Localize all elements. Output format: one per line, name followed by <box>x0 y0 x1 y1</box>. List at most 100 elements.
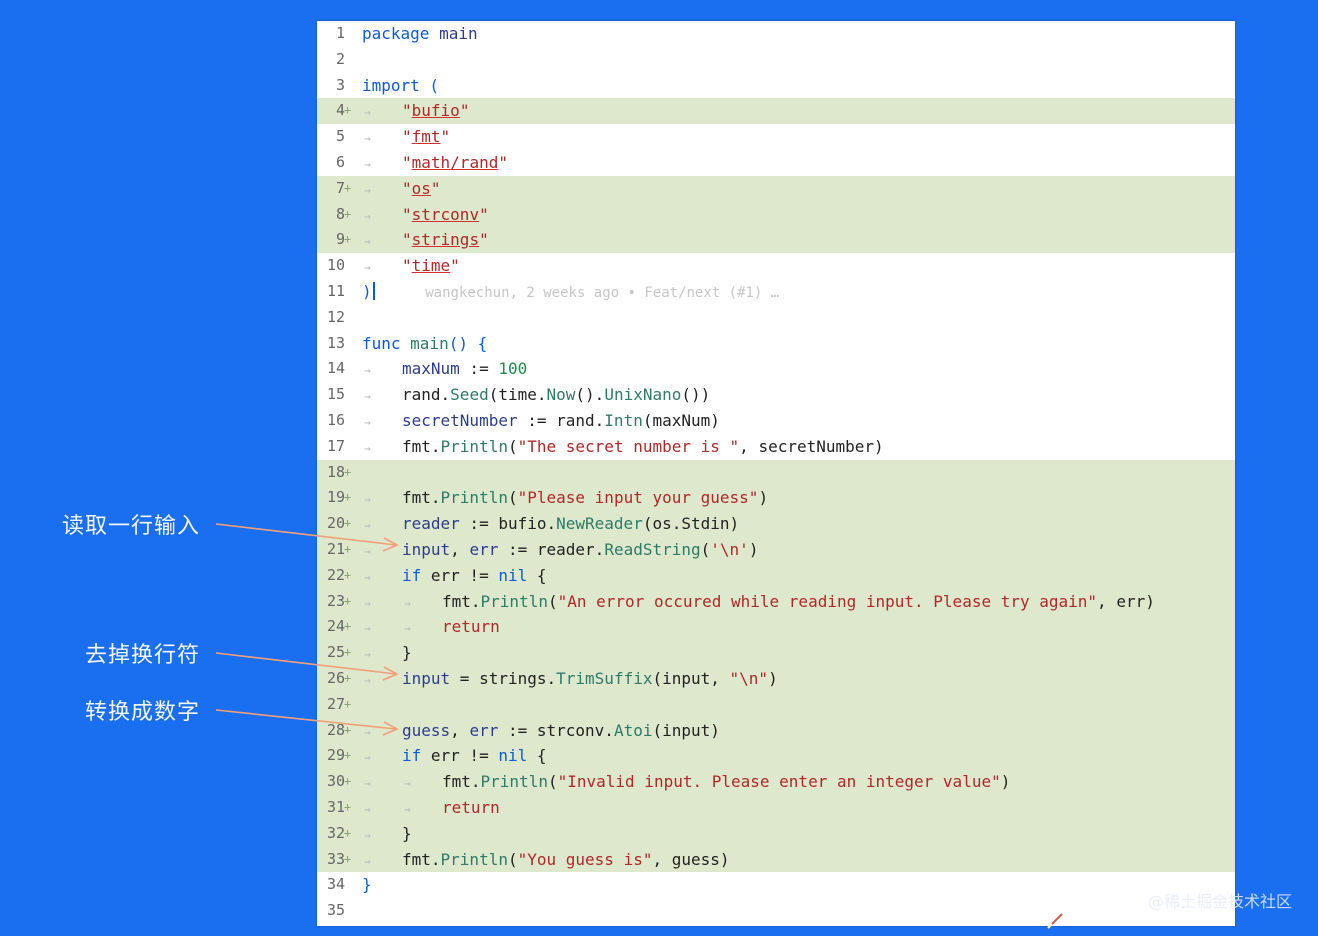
code-line[interactable]: 32+→} <box>317 820 1235 847</box>
code-content: →maxNum := 100 <box>362 356 527 384</box>
code-token: := strconv. <box>498 720 614 740</box>
code-token: "time" <box>402 256 460 276</box>
code-token: . <box>440 385 451 405</box>
code-token: Seed <box>450 385 489 405</box>
code-line[interactable]: 2 <box>317 47 1235 73</box>
line-number: 22 <box>326 565 345 584</box>
added-line-marker-icon: + <box>344 516 352 531</box>
line-number: 11 <box>326 282 345 300</box>
code-content: →→return <box>362 614 500 642</box>
line-number: 18 <box>326 462 345 481</box>
code-token: secretNumber <box>402 411 518 430</box>
code-line[interactable]: 30+→→fmt.Println("Invalid input. Please … <box>317 769 1235 795</box>
line-number: 1 <box>335 24 345 42</box>
code-token: { <box>527 565 547 585</box>
code-line[interactable]: 12 <box>317 305 1235 331</box>
watermark: @稀土掘金技术社区 <box>1147 892 1292 911</box>
code-token: err != <box>421 746 499 766</box>
line-number: 5 <box>335 127 345 146</box>
code-content: →fmt.Println("You guess is", guess) <box>362 847 730 875</box>
code-content: →"os" <box>362 176 441 204</box>
code-token: ( <box>419 75 440 95</box>
code-content: func main() { <box>362 331 487 357</box>
code-content: →} <box>362 640 412 668</box>
code-line[interactable]: 19+→fmt.Println("Please input your guess… <box>317 485 1235 512</box>
added-line-marker-icon: + <box>344 593 352 608</box>
code-token: , guess) <box>652 849 730 869</box>
code-line[interactable]: 24+→→return <box>317 614 1235 642</box>
tab-arrow-icon: → <box>404 803 411 816</box>
added-line-marker-icon: + <box>344 542 352 556</box>
code-token: (). <box>575 385 605 405</box>
code-line[interactable]: 23+→→fmt.Println("An error occured while… <box>317 588 1235 615</box>
code-token: ( <box>700 540 711 559</box>
code-line[interactable]: 9+→"strings" <box>317 227 1235 254</box>
code-line[interactable]: 14→maxNum := 100 <box>317 356 1235 382</box>
added-line-marker-icon: + <box>344 671 352 685</box>
code-line[interactable]: 35 <box>317 898 1235 924</box>
code-token: nil <box>498 565 528 585</box>
code-line[interactable]: 6→"math/rand" <box>317 150 1235 176</box>
arrow-trim-newline <box>215 652 397 675</box>
code-line[interactable]: 29+→if err != nil { <box>317 743 1235 770</box>
code-token: Now <box>546 385 576 405</box>
code-line[interactable]: 16→secretNumber := rand.Intn(maxNum) <box>317 408 1235 434</box>
code-line[interactable]: 17→fmt.Println("The secret number is ", … <box>317 434 1235 460</box>
code-token: := rand. <box>517 411 605 430</box>
tab-arrow-icon: → <box>404 596 411 610</box>
code-line[interactable]: 18+ <box>317 459 1235 486</box>
code-content: →input, err := reader.ReadString('\n') <box>362 537 758 565</box>
code-token: import <box>362 75 420 95</box>
code-content: import ( <box>362 73 439 99</box>
line-number: 32 <box>326 823 345 842</box>
tab-arrow-icon: → <box>364 235 371 249</box>
code-token: ) <box>362 282 372 301</box>
code-token: 100 <box>498 359 528 379</box>
code-token: ) <box>768 669 778 688</box>
code-line[interactable]: 15→rand.Seed(time.Now().UnixNano()) <box>317 382 1235 408</box>
code-line[interactable]: 25+→} <box>317 640 1235 666</box>
code-token: ( <box>547 772 558 792</box>
code-line[interactable]: 31+→→return <box>317 795 1235 821</box>
code-line[interactable]: 22+→if err != nil { <box>317 562 1235 589</box>
code-line[interactable]: 8+→"strconv" <box>317 201 1235 228</box>
code-token: "The secret number is " <box>517 436 740 456</box>
code-line[interactable]: 7+→"os" <box>317 175 1235 204</box>
code-line[interactable]: 11) wangkechun, 2 weeks ago • Feat/next … <box>317 279 1235 305</box>
tab-arrow-icon: → <box>404 622 411 636</box>
arrowhead-convert-number <box>382 721 399 736</box>
added-line-marker-icon: + <box>344 232 352 247</box>
code-line[interactable]: 27+ <box>317 691 1235 718</box>
code-token: maxNum <box>402 359 460 379</box>
code-token: ) <box>1000 772 1011 792</box>
code-token: func <box>362 333 401 353</box>
code-line[interactable]: 20+→reader := bufio.NewReader(os.Stdin) <box>317 511 1235 537</box>
code-line[interactable]: 21+→input, err := reader.ReadString('\n'… <box>317 537 1235 563</box>
code-token: } <box>402 823 412 843</box>
code-content: →→return <box>362 795 500 823</box>
code-token: (os.Stdin) <box>642 514 740 534</box>
code-token: if <box>402 746 422 766</box>
code-content: →rand.Seed(time.Now().UnixNano()) <box>362 382 710 410</box>
code-content: →fmt.Println("The secret number is ", se… <box>362 434 884 462</box>
code-token: input <box>402 540 451 559</box>
code-line[interactable]: 28+→guess, err := strconv.Atoi(input) <box>317 717 1235 746</box>
line-number: 29 <box>326 746 345 765</box>
tab-arrow-icon: → <box>364 545 371 558</box>
code-token: "strconv" <box>402 204 489 224</box>
code-line[interactable]: 33+→fmt.Println("You guess is", guess) <box>317 846 1235 875</box>
code-line[interactable]: 10→"time" <box>317 253 1235 279</box>
line-number: 27 <box>326 694 345 713</box>
code-line[interactable]: 5→"fmt" <box>317 124 1235 150</box>
code-line[interactable]: 4+→"bufio" <box>317 98 1235 125</box>
code-line[interactable]: 34} <box>317 872 1235 898</box>
code-token: ( <box>507 436 518 456</box>
code-line[interactable]: 26+→input = strings.TrimSuffix(input, "\… <box>317 666 1235 692</box>
code-token: } <box>362 875 372 895</box>
code-token: err <box>469 540 499 559</box>
code-content: →guess, err := strconv.Atoi(input) <box>362 718 720 746</box>
